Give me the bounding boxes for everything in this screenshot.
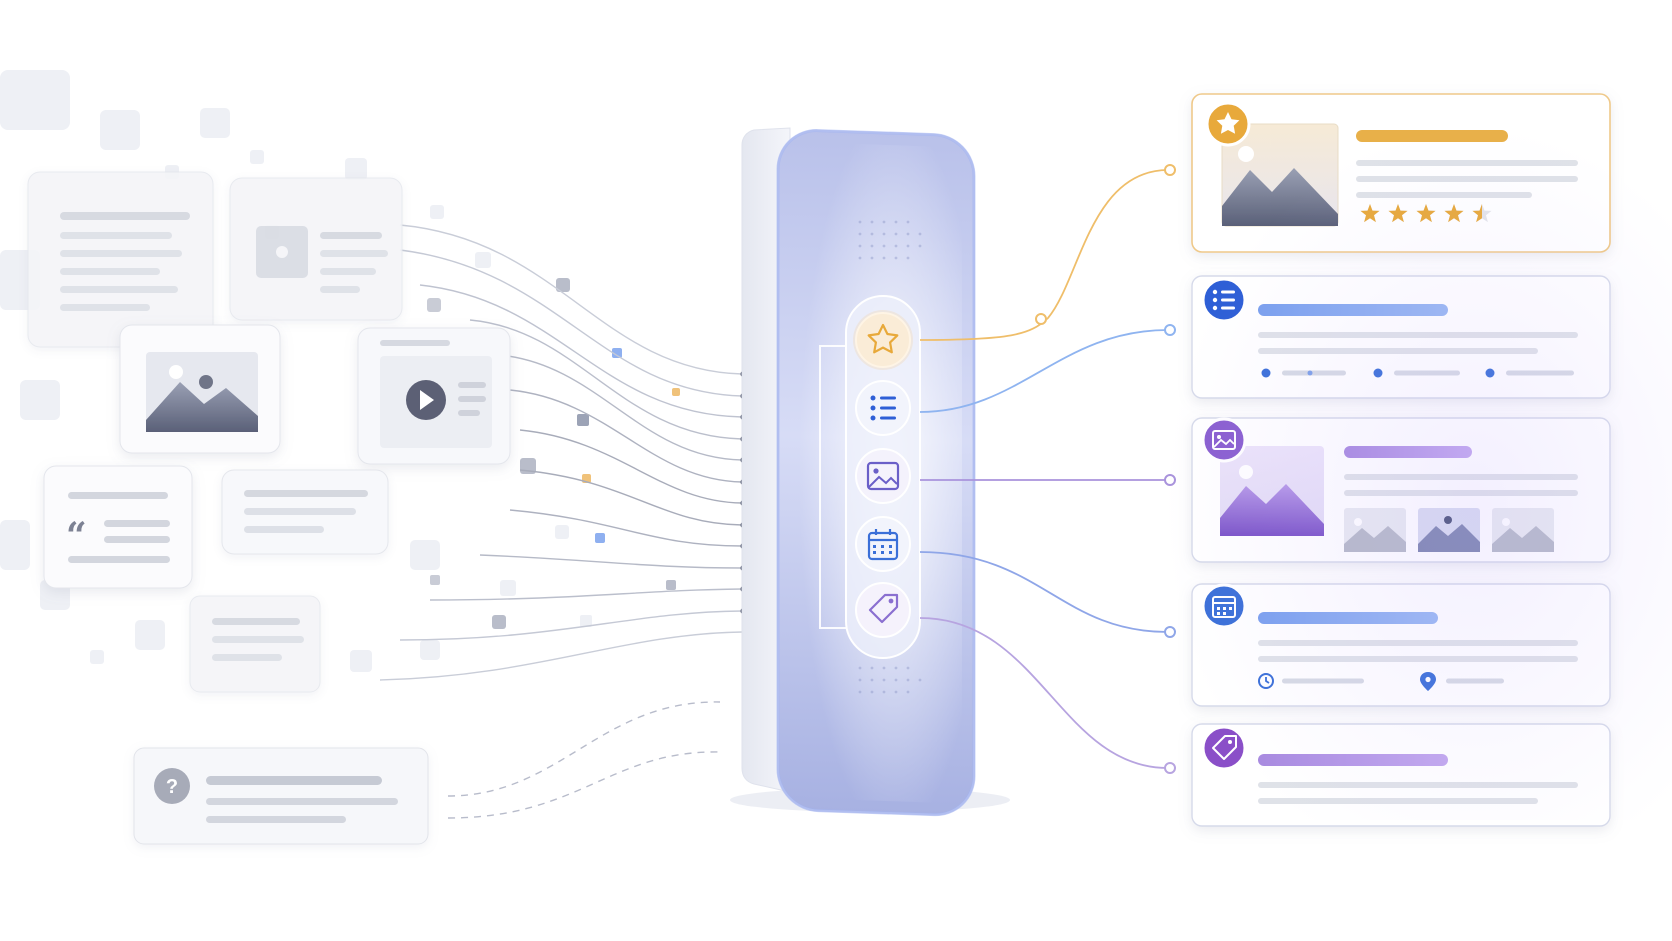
device-dot-grid: [858, 220, 922, 694]
input-card-quote: “: [43, 465, 193, 589]
device-image-icon: [855, 448, 911, 504]
tag-badge-icon: [1201, 725, 1247, 771]
rating-star-filled: [1388, 204, 1408, 223]
input-card-text-snippet: [221, 469, 389, 555]
input-card-faq-question: ?: [133, 747, 429, 845]
output-card-review: [1191, 93, 1611, 253]
output-connector-nodes: [1035, 164, 1176, 774]
rating-star-filled: [1444, 204, 1464, 223]
connector-event: [919, 551, 1169, 633]
rating-stars: [1360, 204, 1492, 223]
connector-tag: [919, 617, 1169, 769]
input-card-image: [119, 324, 281, 454]
output-connectors: [919, 169, 1169, 769]
clock-icon: [1258, 673, 1274, 689]
input-card-list-snippet: [189, 595, 321, 693]
input-card-image-text: [229, 177, 403, 321]
rating-star-filled: [1416, 204, 1436, 223]
connector-review: [919, 169, 1169, 341]
background-squares: [0, 70, 592, 672]
device-star-icon: [853, 310, 913, 370]
location-pin-icon: [1420, 672, 1436, 691]
background-accent-squares: [427, 278, 680, 629]
output-card-tag: [1191, 723, 1611, 827]
output-card-list: [1191, 275, 1611, 399]
device-calendar-icon: [855, 516, 911, 572]
dashed-question-lines: [447, 701, 721, 819]
connector-list: [919, 329, 1169, 413]
input-card-text-document: [27, 171, 214, 348]
input-card-video: [357, 327, 511, 465]
rating-star-filled: [1360, 204, 1380, 223]
input-flow-lines: [379, 224, 743, 681]
device-list-icon: [855, 380, 911, 436]
device-tag-icon: [855, 582, 911, 638]
gallery-badge-image-icon: [1201, 417, 1247, 463]
output-card-gallery: [1191, 417, 1611, 563]
svg-text:?: ?: [166, 776, 178, 798]
event-badge-calendar-icon: [1201, 583, 1247, 629]
output-card-event: [1191, 583, 1611, 707]
quote-icon: “: [66, 515, 87, 557]
question-icon: [154, 768, 190, 804]
rating-star-filled: [1472, 204, 1482, 223]
